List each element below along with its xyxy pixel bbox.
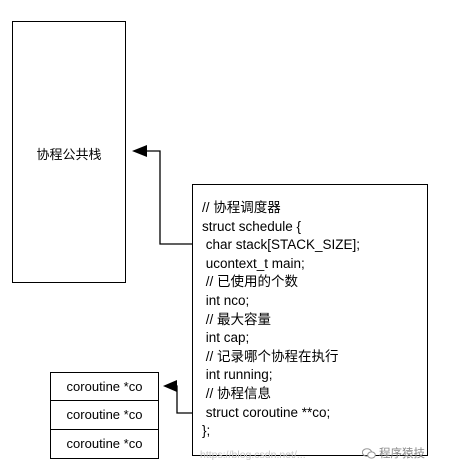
code-line-cap-field: int cap; bbox=[202, 330, 250, 346]
watermark-url: https://blog.csdn.net/... bbox=[200, 449, 306, 461]
watermark-brand-label: 程序猿技 bbox=[379, 448, 425, 460]
code-line-comment-scheduler: // 协程调度器 bbox=[202, 200, 281, 215]
stack-pointer-arrowhead bbox=[132, 145, 147, 157]
coroutine-array: coroutine *co coroutine *co coroutine *c… bbox=[50, 372, 159, 459]
schedule-struct-box: // 协程调度器 struct schedule { char stack[ST… bbox=[192, 184, 428, 456]
stack-pointer-line bbox=[145, 150, 192, 245]
co-pointer-arrowhead bbox=[163, 380, 177, 392]
coroutine-cell: coroutine *co bbox=[50, 401, 159, 430]
code-line-comment-used-count: // 已使用的个数 bbox=[202, 274, 299, 290]
shared-stack-box: 协程公共栈 bbox=[12, 21, 126, 283]
code-line-main-field: ucontext_t main; bbox=[202, 255, 305, 271]
coroutine-cell: coroutine *co bbox=[50, 430, 159, 459]
code-line-struct-close: }; bbox=[202, 423, 211, 439]
shared-stack-label: 协程公共栈 bbox=[36, 147, 102, 162]
watermark-brand: 程序猿技 bbox=[362, 445, 425, 461]
code-line-struct-open: struct schedule { bbox=[202, 218, 302, 234]
code-line-comment-coroutine-info: // 协程信息 bbox=[202, 385, 272, 401]
code-line-comment-capacity: // 最大容量 bbox=[202, 311, 272, 327]
code-line-running-field: int running; bbox=[202, 367, 273, 383]
wechat-icon bbox=[362, 447, 376, 459]
code-line-co-field: struct coroutine **co; bbox=[202, 404, 331, 420]
coroutine-cell: coroutine *co bbox=[50, 372, 159, 401]
code-line-comment-running: // 记录哪个协程在执行 bbox=[202, 348, 339, 364]
co-pointer-line bbox=[176, 385, 192, 414]
code-line-nco-field: int nco; bbox=[202, 292, 250, 308]
code-line-stack-field: char stack[STACK_SIZE]; bbox=[202, 237, 361, 253]
